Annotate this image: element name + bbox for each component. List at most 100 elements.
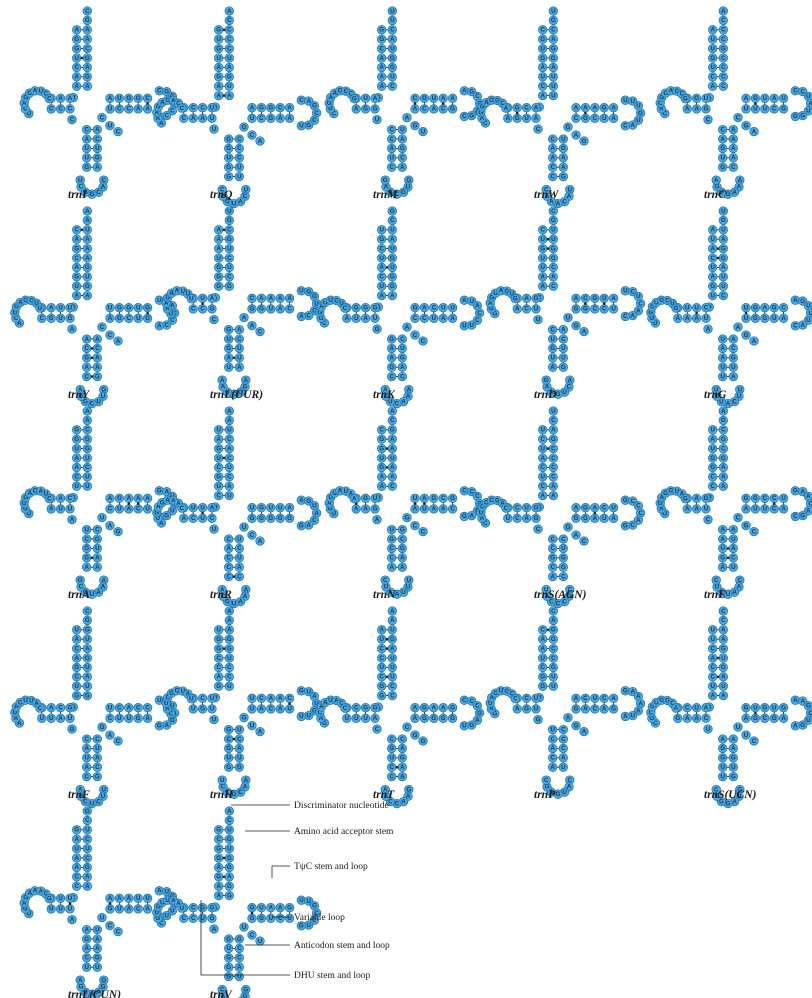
gu-pair-dot: [695, 311, 698, 315]
nucleotide-letter: U: [58, 315, 63, 322]
nucleotide-letter: A: [710, 436, 715, 443]
nucleotide-letter: C: [84, 345, 89, 352]
nucleotide-letter: U: [390, 227, 395, 234]
nucleotide-letter: C: [44, 91, 49, 98]
nucleotide-letter: A: [250, 322, 255, 329]
nucleotide-letter: U: [540, 427, 545, 434]
nucleotide-letter: C: [299, 97, 304, 104]
nucleotide-letter: U: [710, 683, 715, 690]
nucleotide-letter: C: [102, 177, 107, 184]
nucleotide-letter: A: [299, 497, 304, 504]
nucleotide-letter: G: [74, 692, 79, 699]
nucleotide-letter: A: [58, 715, 63, 722]
nucleotide-letter: G: [84, 555, 89, 562]
nucleotide-letter: C: [84, 955, 89, 962]
nucleotide-letter: G: [227, 645, 232, 652]
nucleotide-letter: C: [550, 564, 555, 571]
variable-loop: [97, 112, 107, 123]
nucleotide-letter: A: [389, 564, 394, 571]
nucleotide-letter: C: [227, 455, 232, 462]
nucleotide-letter: C: [96, 798, 101, 805]
nucleotide-letter: A: [432, 705, 437, 712]
nucleotide-letter: G: [216, 645, 221, 652]
acceptor-stem-left: [72, 72, 82, 82]
nucleotide-letter: C: [227, 674, 232, 681]
nucleotide-letter: C: [84, 373, 89, 380]
nucleotide-letter: U: [242, 524, 247, 531]
nucleotide-letter: C: [58, 106, 63, 113]
nucleotide-letter: G: [226, 955, 231, 962]
panel-label: trnE: [704, 589, 726, 601]
nucleotide-letter: A: [731, 145, 736, 152]
nucleotide-letter: G: [551, 636, 556, 643]
nucleotide-letter: A: [145, 495, 150, 502]
nucleotide-letter: A: [401, 798, 406, 805]
nucleotide-letter: A: [220, 377, 225, 384]
nucleotide-letter: C: [250, 295, 255, 302]
nucleotide-letter: C: [85, 836, 90, 843]
nucleotide-letter: U: [441, 305, 446, 312]
nucleotide-letter: U: [212, 126, 217, 133]
nucleotide-letter: G: [566, 524, 571, 531]
nucleotide-letter: U: [710, 45, 715, 52]
nucleotide-letter: U: [806, 317, 811, 324]
nucleotide-letter: U: [744, 315, 749, 322]
nucleotide-letter: A: [216, 892, 221, 899]
nucleotide-letter: U: [720, 773, 725, 780]
nucleotide-letter: A: [155, 109, 160, 116]
nucleotide-letter: U: [68, 305, 73, 312]
nucleotide-letter: U: [566, 314, 571, 321]
nucleotide-letter: U: [540, 655, 545, 662]
nucleotide-letter: U: [562, 789, 567, 796]
nucleotide-letter: C: [422, 315, 427, 322]
panel-label: trnI: [68, 189, 87, 201]
nucleotide-letter: U: [216, 55, 221, 62]
panel-label: trnP: [534, 789, 556, 801]
nucleotide-letter: G: [226, 936, 231, 943]
nucleotide-letter: A: [432, 106, 437, 113]
nucleotide-letter: C: [551, 417, 556, 424]
nucleotide-letter: A: [710, 83, 715, 90]
nucleotide-letter: C: [84, 736, 89, 743]
nucleotide-letter: A: [390, 464, 395, 471]
nucleotide-letter: G: [287, 905, 292, 912]
gu-pair-dot: [385, 637, 389, 641]
nucleotide-letter: G: [710, 55, 715, 62]
gu-pair-dot: [80, 228, 84, 232]
nucleotide-letter: G: [544, 377, 549, 384]
nucleotide-letter: A: [731, 545, 736, 552]
dhu-stem-top: [207, 103, 217, 113]
nucleotide-letter: G: [540, 683, 545, 690]
nucleotide-letter: G: [157, 723, 162, 730]
nucleotide-letter: A: [287, 295, 292, 302]
nucleotide-letter: A: [58, 95, 63, 102]
nucleotide-letter: G: [259, 505, 264, 512]
gu-pair-dot: [146, 102, 149, 105]
nucleotide-letter: C: [710, 664, 715, 671]
panel-label: trnL(CUN): [68, 989, 121, 998]
nucleotide-letter: C: [108, 922, 113, 929]
nucleotide-letter: A: [583, 105, 588, 112]
nucleotide-letter: G: [216, 283, 221, 290]
trna-panel: ACACUCUGGCUCCCACAUGGAUACACGCACCGAUGUUUAC…: [655, 6, 812, 201]
nucleotide-letter: U: [710, 427, 715, 434]
nucleotide-letter: U: [354, 315, 359, 322]
nucleotide-letter: U: [375, 116, 380, 123]
nucleotide-letter: A: [676, 315, 681, 322]
nucleotide-letter: C: [536, 126, 541, 133]
nucleotide-letter: A: [551, 274, 556, 281]
nucleotide-letter: U: [704, 95, 709, 102]
nucleotide-letter: C: [623, 123, 628, 130]
nucleotide-letter: C: [413, 522, 418, 529]
gu-pair-dot: [222, 28, 226, 32]
nucleotide-letter: G: [574, 515, 579, 522]
nucleotide-letter: G: [390, 274, 395, 281]
nucleotide-letter: U: [551, 408, 556, 415]
nucleotide-letter: G: [400, 545, 405, 552]
panel-label: trnS(UCN): [704, 789, 757, 801]
nucleotide-letter: A: [389, 355, 394, 362]
trna-panel: AACUAAGACAAGGUUGAAGUGUUAGUCACUUACCUUUAGG…: [10, 206, 180, 409]
nucleotide-letter: A: [731, 155, 736, 162]
nucleotide-letter: C: [400, 536, 405, 543]
nucleotide-letter: G: [117, 315, 122, 322]
